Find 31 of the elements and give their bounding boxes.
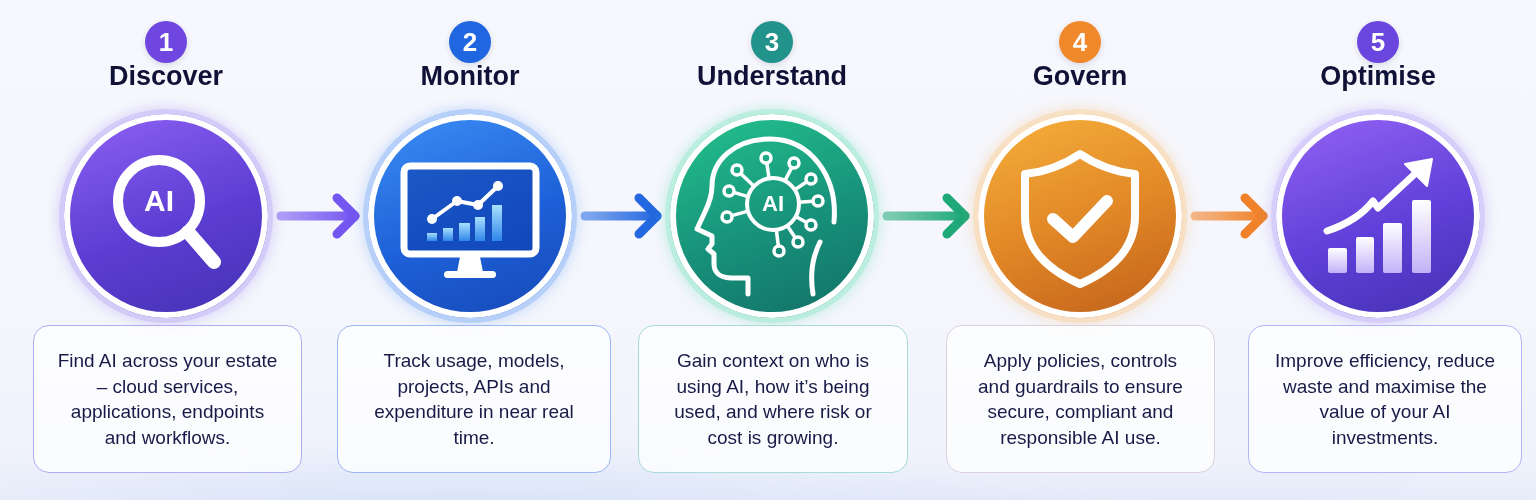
description-text: Track usage, models, projects, APIs and expenditure in near real time. <box>373 349 575 450</box>
step-number: 1 <box>158 29 174 55</box>
icon-label: AI <box>144 186 174 216</box>
step-number: 4 <box>1072 29 1088 55</box>
description-card <box>638 325 908 473</box>
description-card <box>946 325 1215 473</box>
step-number-badge <box>1059 21 1101 63</box>
step-number: 5 <box>1370 29 1386 55</box>
arrow <box>580 193 662 239</box>
description-card <box>33 325 302 473</box>
icon-label: AI <box>762 193 784 215</box>
step-number-badge <box>751 21 793 63</box>
description-text: Gain context on who is using AI, how it’s being used, and where risk or cost is growing. <box>673 349 873 450</box>
step-number: 2 <box>462 29 478 55</box>
arrow <box>1190 193 1268 239</box>
step-number-badge <box>449 21 491 63</box>
step-title: Optimise <box>1320 63 1436 90</box>
description-text: Improve efficiency, reduce waste and maximise the value of your AI investments. <box>1274 349 1496 450</box>
description-text: Apply policies, controls and guardrails to ensure secure, compliant and responsible AI use. <box>977 349 1184 450</box>
step-title: Understand <box>697 63 847 90</box>
step-number-badge <box>1357 21 1399 63</box>
arrow <box>882 193 970 239</box>
step-title: Monitor <box>420 63 520 90</box>
description-card <box>337 325 611 473</box>
description-text: Find AI across your estate – cloud services, applications, endpoints and workflows. <box>56 349 279 450</box>
step-number: 3 <box>764 29 780 55</box>
step-number-badge <box>145 21 187 63</box>
arrow <box>276 193 360 239</box>
description-card <box>1248 325 1522 473</box>
step-title: Govern <box>1032 63 1128 90</box>
step-title: Discover <box>108 63 224 90</box>
